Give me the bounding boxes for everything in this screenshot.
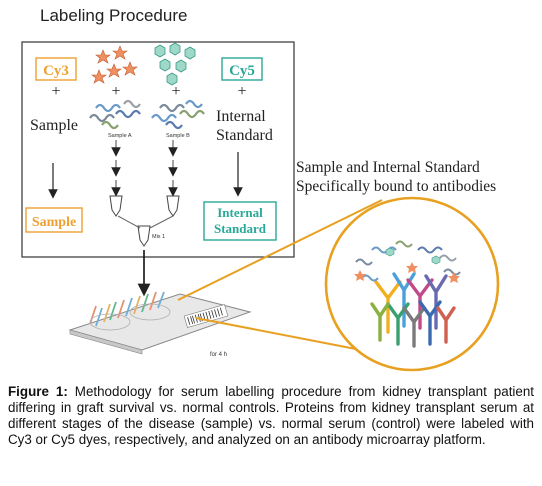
protein-sample-b-icon xyxy=(151,99,205,130)
internal-output-line2: Standard xyxy=(214,221,267,236)
antibody-cluster-icon xyxy=(370,272,456,348)
bound-line1: Sample and Internal Standard xyxy=(296,159,480,176)
plus-sign: + xyxy=(51,83,60,100)
sample-label: Sample xyxy=(30,117,78,134)
sample-b-label: Sample B xyxy=(166,133,190,139)
sample-output-box xyxy=(25,207,83,233)
incubation-label: for 4 h xyxy=(210,352,227,358)
internal-label-line2: Standard xyxy=(216,127,273,144)
caption-text: Methodology for serum labelling procedur… xyxy=(8,384,535,447)
bound-dyes-icon xyxy=(354,247,460,283)
cy3-box xyxy=(35,57,77,81)
cy3-label: Cy3 xyxy=(43,63,69,79)
internal-output-box xyxy=(203,201,277,241)
internal-output-line1: Internal xyxy=(217,205,263,220)
bound-proteins-icon xyxy=(355,240,461,282)
sample-a-label: Sample A xyxy=(108,133,132,139)
plus-sign: + xyxy=(111,83,120,100)
cy3-dye-stars-icon xyxy=(91,45,138,84)
figure-caption: Figure 1: Methodology for serum labellin… xyxy=(8,384,534,448)
plus-sign: + xyxy=(171,83,180,100)
mix-label: Mix 1 xyxy=(152,234,165,240)
sample-output-label: Sample xyxy=(32,215,76,230)
cy5-dye-hexagons-icon xyxy=(154,42,196,86)
callout-line-top xyxy=(177,199,383,301)
microarray-slide-icon xyxy=(68,291,252,355)
cy5-label: Cy5 xyxy=(229,63,255,79)
protein-sample-a-icon xyxy=(89,99,141,130)
internal-label-line1: Internal xyxy=(216,108,266,125)
labeling-procedure-diagram: Cy3 + Cy5 + + + Sample Internal Standard… xyxy=(21,41,500,372)
figure-title: Labeling Procedure xyxy=(40,6,188,25)
plus-sign: + xyxy=(237,83,246,100)
cy5-box xyxy=(221,57,263,81)
caption-label: Figure 1: xyxy=(8,384,68,399)
tube-icon xyxy=(109,195,180,247)
bound-line2: Specifically bound to antibodies xyxy=(296,178,496,195)
